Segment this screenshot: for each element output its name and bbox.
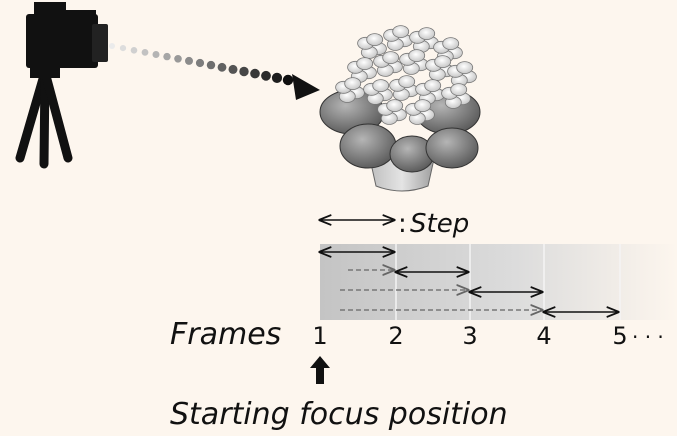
line-of-sight-dot bbox=[163, 52, 171, 61]
frame-number: 2 bbox=[388, 322, 403, 350]
line-of-sight-dot bbox=[185, 56, 193, 65]
line-of-sight-dot bbox=[261, 70, 271, 81]
line-of-sight-dot bbox=[206, 60, 216, 70]
line-of-sight-arrowhead bbox=[292, 74, 320, 100]
line-of-sight-dot bbox=[250, 68, 260, 79]
line-of-sight-dot bbox=[195, 58, 205, 68]
line-of-sight-dots bbox=[109, 43, 294, 86]
line-of-sight-dot bbox=[228, 64, 238, 74]
arrow-up-icon bbox=[310, 356, 330, 384]
line-of-sight-dot bbox=[217, 62, 227, 72]
camera-on-tripod-icon bbox=[15, 2, 108, 169]
line-of-sight-dot bbox=[174, 55, 182, 63]
frames-ellipsis: · · · bbox=[632, 325, 664, 349]
focus-band bbox=[320, 244, 677, 320]
line-of-sight-dot bbox=[239, 66, 249, 77]
frame-number: 3 bbox=[462, 322, 477, 350]
line-of-sight-dot bbox=[141, 49, 149, 56]
frame-number: 5 bbox=[612, 322, 627, 350]
step-legend-label: Step bbox=[410, 209, 469, 239]
frames-label: Frames bbox=[170, 317, 281, 352]
line-of-sight-dot bbox=[109, 43, 115, 49]
frame-number: 1 bbox=[312, 322, 327, 350]
line-of-sight-dot bbox=[152, 51, 160, 58]
line-of-sight-dot bbox=[130, 47, 138, 54]
line-of-sight-dot bbox=[271, 72, 283, 83]
line-of-sight-dot bbox=[282, 74, 294, 86]
starting-focus-label: Starting focus position bbox=[170, 397, 508, 432]
line-of-sight-dot bbox=[119, 45, 127, 52]
step-legend-separator: : bbox=[398, 209, 407, 239]
frame-number: 4 bbox=[536, 322, 551, 350]
flower-pot-icon bbox=[319, 25, 481, 192]
